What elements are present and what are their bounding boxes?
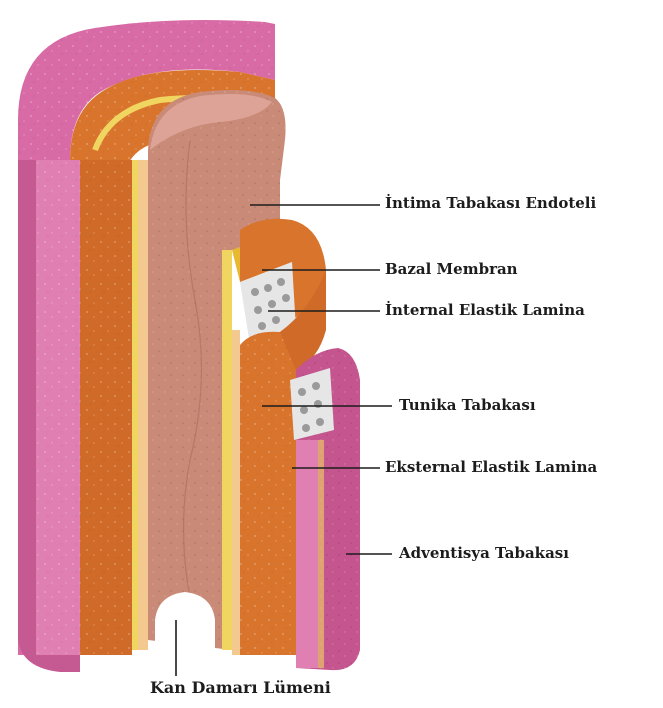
label-adventisya: Adventisya Tabakası — [399, 546, 569, 561]
external-elastic-dots — [290, 368, 334, 440]
adventitia-step — [290, 348, 360, 670]
outer-elastic-strip — [132, 160, 138, 650]
label-bazal-membran: Bazal Membran — [385, 262, 518, 277]
label-tunika: Tunika Tabakası — [399, 398, 536, 413]
label-intima: İntima Tabakası Endoteli — [385, 196, 596, 211]
lumen-opening — [155, 592, 215, 668]
label-internal-elastik: İnternal Elastik Lamina — [385, 303, 585, 318]
label-eksternal-elastik: Eksternal Elastik Lamina — [385, 460, 597, 475]
label-lumen: Kan Damarı Lümeni — [150, 680, 331, 696]
